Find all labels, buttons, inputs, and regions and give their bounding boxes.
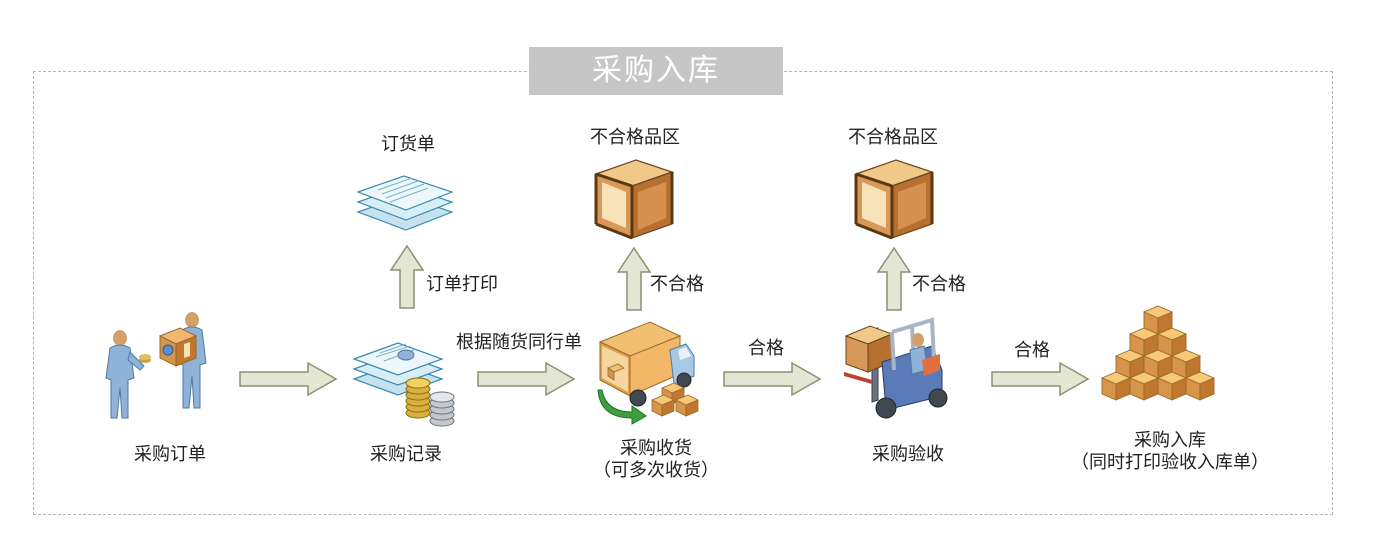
arrow-record-to-order-doc: [389, 244, 425, 309]
node-label-warehousing: 采购入库: [1134, 430, 1206, 451]
records-coins-icon: [352, 342, 455, 427]
document-stack-icon: [356, 175, 454, 231]
delivery-truck-icon: [597, 321, 699, 425]
forklift-icon: [844, 317, 948, 419]
edge-label-print-order: 订单打印: [426, 274, 498, 295]
node-label-purchase-receive: 采购收货: [620, 438, 692, 459]
edge-label-qualified-1: 合格: [748, 338, 784, 359]
node-label-purchase-record: 采购记录: [370, 444, 442, 465]
node-label-purchase-inspect: 采购验收: [872, 444, 944, 465]
node-label-purchase-order: 采购订单: [134, 444, 206, 465]
edge-label-by-delivery-note: 根据随货同行单: [456, 332, 582, 353]
diagram-title: 采购入库: [529, 47, 783, 95]
node-label-reject-area-2: 不合格品区: [848, 127, 938, 148]
edge-label-unqualified-2: 不合格: [912, 274, 966, 295]
node-label-reject-area-1: 不合格品区: [590, 127, 680, 148]
arrow-record-to-receive: [477, 361, 576, 397]
stacked-boxes-icon: [1100, 305, 1216, 401]
arrow-order-to-record: [239, 361, 338, 397]
node-label-purchase-receive-note: （可多次收货）: [593, 460, 719, 481]
wooden-crate-icon: [854, 159, 934, 240]
arrow-inspect-to-reject: [876, 246, 912, 311]
wooden-crate-icon: [594, 159, 674, 240]
edge-label-unqualified-1: 不合格: [650, 274, 704, 295]
arrow-receive-to-reject: [616, 246, 652, 311]
people-exchange-icon: [105, 312, 207, 419]
arrow-inspect-to-warehousing: [991, 361, 1090, 397]
arrow-receive-to-inspect: [723, 361, 822, 397]
edge-label-qualified-2: 合格: [1014, 340, 1050, 361]
node-label-warehousing-note: （同时打印验收入库单）: [1071, 452, 1269, 473]
node-label-order-document: 订货单: [381, 134, 435, 155]
